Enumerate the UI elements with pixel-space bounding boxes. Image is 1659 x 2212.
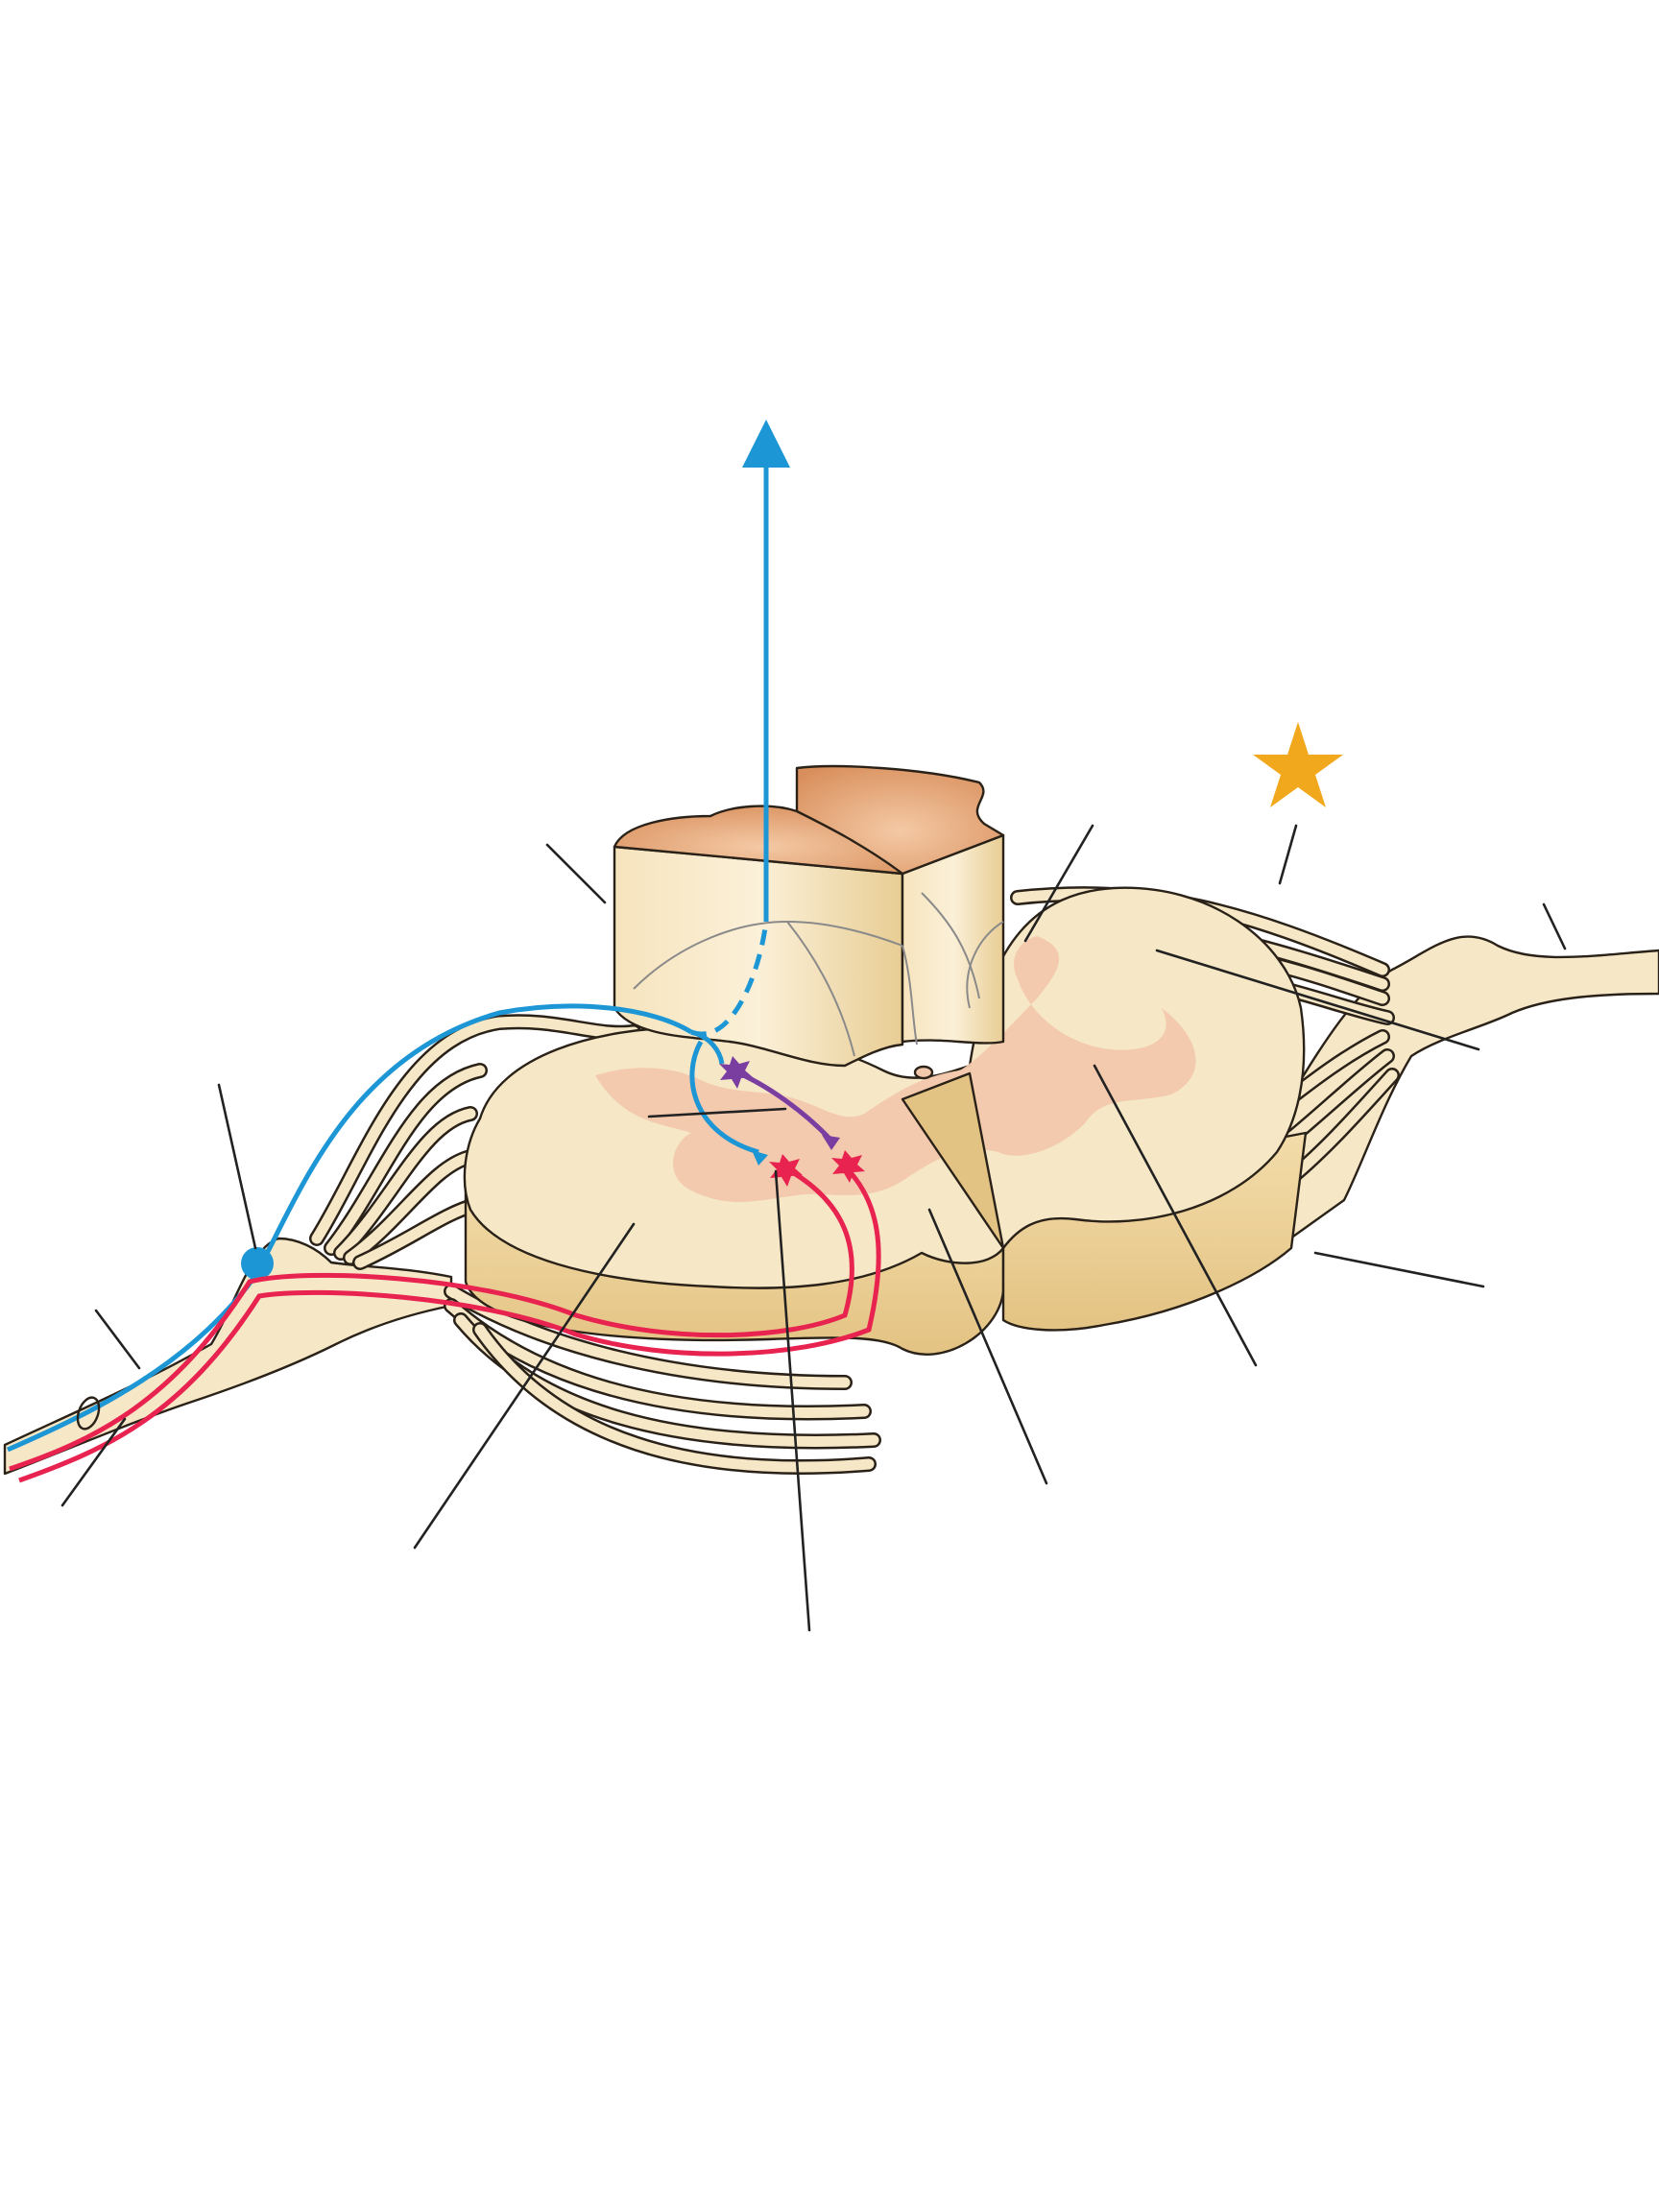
leader-line-13 bbox=[1278, 824, 1298, 885]
left-spinal-nerve bbox=[3, 1014, 881, 1476]
sensory-pathway bbox=[7, 420, 790, 1453]
star-icon bbox=[1253, 722, 1343, 807]
motor-pathway bbox=[9, 1164, 881, 1483]
leader-line-1 bbox=[545, 843, 607, 904]
leader-line-7 bbox=[927, 1208, 1048, 1485]
leader-line-5 bbox=[413, 1222, 636, 1550]
ventral-median-fissure bbox=[901, 1071, 1005, 1250]
leader-line-14 bbox=[1542, 902, 1567, 950]
leader-line-3 bbox=[94, 1309, 141, 1370]
leader-line-11 bbox=[1155, 949, 1480, 1051]
leader-line-2 bbox=[217, 1083, 257, 1250]
leader-line-12 bbox=[1023, 824, 1094, 943]
leader-line-6 bbox=[774, 1169, 811, 1632]
motor-neuron-cell-body-medial bbox=[769, 1154, 803, 1187]
leader-line-9 bbox=[647, 1107, 787, 1118]
gray-matter bbox=[595, 936, 1196, 1202]
dorsal-root-ganglion-cell-body bbox=[241, 1247, 274, 1280]
spinal-cord bbox=[463, 886, 1308, 1356]
central-canal bbox=[913, 1065, 934, 1080]
leader-line-10 bbox=[1313, 1251, 1485, 1288]
label-leader-lines bbox=[60, 824, 1567, 1632]
interneuron-cell-body bbox=[719, 1056, 753, 1089]
starburst-neuron-icon bbox=[719, 1056, 865, 1187]
motor-neuron-cell-body-lateral bbox=[831, 1150, 865, 1183]
leader-line-8 bbox=[1093, 1064, 1258, 1367]
leader-line-4 bbox=[60, 1417, 127, 1507]
nerve-sheath-ring bbox=[76, 1396, 101, 1431]
left-dorsal-rootlets bbox=[309, 1014, 641, 1270]
